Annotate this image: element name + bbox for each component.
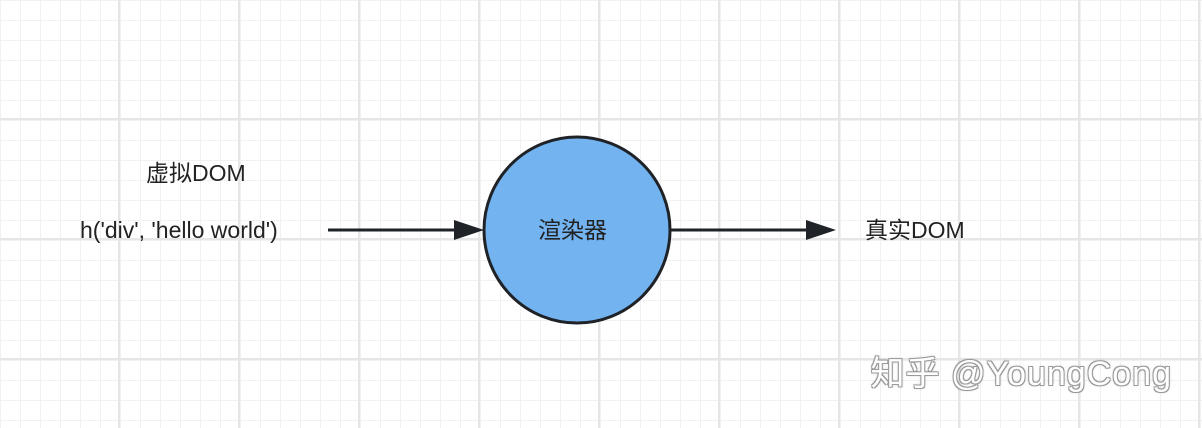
output-label: 真实DOM bbox=[865, 217, 965, 243]
input-code: h('div', 'hello world') bbox=[80, 217, 278, 243]
arrow-to-output bbox=[670, 220, 836, 240]
watermark: 知乎 @YoungCong bbox=[870, 355, 1172, 393]
input-title: 虚拟DOM bbox=[146, 160, 246, 186]
renderer-label: 渲染器 bbox=[538, 217, 607, 243]
arrow-to-renderer bbox=[328, 220, 484, 240]
